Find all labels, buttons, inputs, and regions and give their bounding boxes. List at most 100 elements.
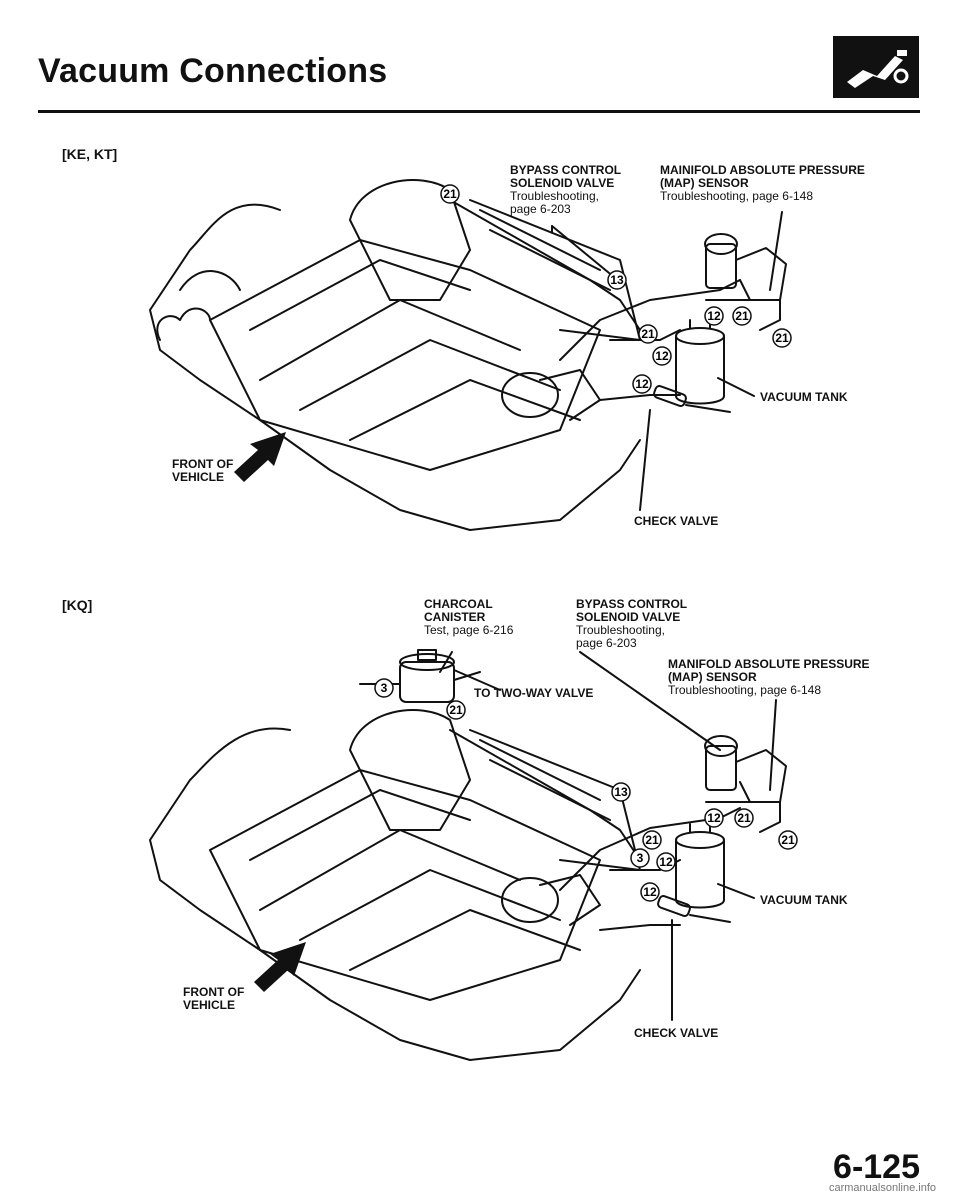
check-valve-label: CHECK VALVE (634, 514, 719, 528)
map-title2-kq: (MAP) SENSOR (668, 670, 757, 684)
hose-number-21-text: 21 (737, 811, 751, 825)
bypass-title2-kq: SOLENOID VALVE (576, 610, 681, 624)
hose-number-12: 12 (704, 306, 724, 326)
variant-label-ke-kt: [KE, KT] (62, 146, 118, 162)
watermark: carmanualsonline.info (828, 1182, 936, 1194)
vacuum-hose (609, 329, 681, 341)
bypass-line2-kq: page 6-203 (576, 636, 637, 650)
map-sensor (704, 233, 787, 331)
bypass-line2: page 6-203 (510, 202, 571, 216)
page-number: 6-125 (833, 1148, 920, 1186)
hose-number-3-text: 3 (637, 851, 644, 865)
front-of-vehicle-label: FRONT OF VEHICLE (172, 458, 233, 484)
map-sensor-callout-kq: MANIFOLD ABSOLUTE PRESSURE (MAP) SENSOR … (668, 658, 870, 697)
front-line1: FRONT OF (172, 457, 234, 471)
map-title2: (MAP) SENSOR (660, 176, 749, 190)
bypass-line1-kq: Troubleshooting, (576, 623, 665, 637)
hose-number-21: 21 (772, 328, 792, 348)
hose-number-21-text: 21 (775, 331, 789, 345)
hose-number-12: 12 (656, 852, 676, 872)
vacuum-tank-kq (675, 823, 725, 909)
engine-vacuum-diagram-ke-kt: 21 13 12 21 21 21 12 12 (149, 179, 792, 531)
hose-number-3: 3 (630, 848, 650, 868)
hose-number-13-text: 13 (614, 785, 628, 799)
two-way-leader (453, 669, 501, 691)
check-valve-label-kq: CHECK VALVE (634, 1026, 719, 1040)
hose-number-21: 21 (732, 306, 752, 326)
hose-number-13: 13 (611, 782, 631, 802)
hose-number-12-text: 12 (659, 855, 673, 869)
map-line1: Troubleshooting, page 6-148 (660, 189, 813, 203)
hose-number-12-text: 12 (643, 885, 657, 899)
map-leader (769, 211, 783, 291)
hose-number-13-text: 13 (610, 273, 624, 287)
check-valve-kq (657, 895, 731, 923)
canister-leader (439, 651, 453, 673)
front-line2-kq: VEHICLE (183, 998, 236, 1012)
vacuum-hose (559, 279, 741, 361)
hose-number-21-text: 21 (735, 309, 749, 323)
header-rule (38, 110, 920, 113)
bypass-leader-kq (579, 651, 721, 751)
vacuum-hose (599, 394, 681, 401)
two-way-valve-label: TO TWO-WAY VALVE (474, 686, 594, 700)
map-title-kq: MANIFOLD ABSOLUTE PRESSURE (668, 657, 870, 671)
vacuum-tank-leader (717, 377, 755, 397)
bypass-title-kq: BYPASS CONTROL (576, 597, 688, 611)
front-of-vehicle-label-kq: FRONT OF VEHICLE (183, 986, 244, 1012)
hose-number-21: 21 (778, 830, 798, 850)
charcoal-canister-callout: CHARCOAL CANISTER Test, page 6-216 (424, 598, 513, 637)
hose-number-12: 12 (652, 346, 672, 366)
intake-manifold (349, 179, 471, 301)
valve-cover (209, 239, 601, 471)
vacuum-tank-label: VACUUM TANK (760, 390, 848, 404)
throttle-body (501, 372, 559, 418)
hose-number-21: 21 (440, 184, 460, 204)
check-valve-leader (639, 409, 651, 511)
hose-number-21: 21 (638, 324, 658, 344)
page-title: Vacuum Connections (38, 52, 388, 90)
hose-number-12-text: 12 (707, 811, 721, 825)
bypass-title2: SOLENOID VALVE (510, 176, 615, 190)
bypass-control-callout: BYPASS CONTROL SOLENOID VALVE Troublesho… (510, 164, 621, 216)
hose-number-12-text: 12 (635, 377, 649, 391)
hose-number-21-text: 21 (641, 327, 655, 341)
hose-number-12-text: 12 (655, 349, 669, 363)
bypass-leader (551, 225, 621, 283)
hose-number-12: 12 (640, 882, 660, 902)
vacuum-tank-label-kq: VACUUM TANK (760, 893, 848, 907)
engine-outline-kq (149, 727, 641, 1061)
check-valve (653, 385, 731, 413)
vacuum-tank (675, 319, 725, 405)
front-arrow-icon-kq (254, 942, 306, 992)
vacuum-tank-leader-kq (717, 883, 755, 899)
engine-outline (149, 203, 641, 531)
bypass-control-callout-kq: BYPASS CONTROL SOLENOID VALVE Troublesho… (576, 598, 687, 650)
hose-number-21-text: 21 (781, 833, 795, 847)
map-leader-kq (769, 699, 777, 791)
hose-number-21-text: 21 (449, 703, 463, 717)
hose-number-3-text: 3 (381, 681, 388, 695)
front-line2: VEHICLE (172, 470, 225, 484)
variant-label-kq: [KQ] (62, 597, 93, 613)
canister-title: CHARCOAL (424, 597, 493, 611)
bypass-line1: Troubleshooting, (510, 189, 599, 203)
hose-number-3: 3 (374, 678, 394, 698)
map-sensor-callout: MAINIFOLD ABSOLUTE PRESSURE (MAP) SENSOR… (660, 164, 865, 203)
front-arrow-icon (234, 432, 286, 482)
map-sensor-kq (704, 735, 787, 833)
hose-number-21: 21 (642, 830, 662, 850)
hose-number-13: 13 (607, 270, 627, 290)
bypass-title: BYPASS CONTROL (510, 163, 622, 177)
hose-number-21: 21 (734, 808, 754, 828)
engine-vacuum-diagram-kq: 3 21 13 12 21 21 21 3 12 12 (149, 649, 798, 1061)
engine-section-icon (833, 36, 919, 98)
hose-number-12: 12 (704, 808, 724, 828)
front-line1-kq: FRONT OF (183, 985, 245, 999)
map-title: MAINIFOLD ABSOLUTE PRESSURE (660, 163, 865, 177)
hose-number-12-text: 12 (707, 309, 721, 323)
hose-number-21-text: 21 (645, 833, 659, 847)
hose-number-12: 12 (632, 374, 652, 394)
canister-title2: CANISTER (424, 610, 486, 624)
vacuum-hose (449, 199, 641, 331)
